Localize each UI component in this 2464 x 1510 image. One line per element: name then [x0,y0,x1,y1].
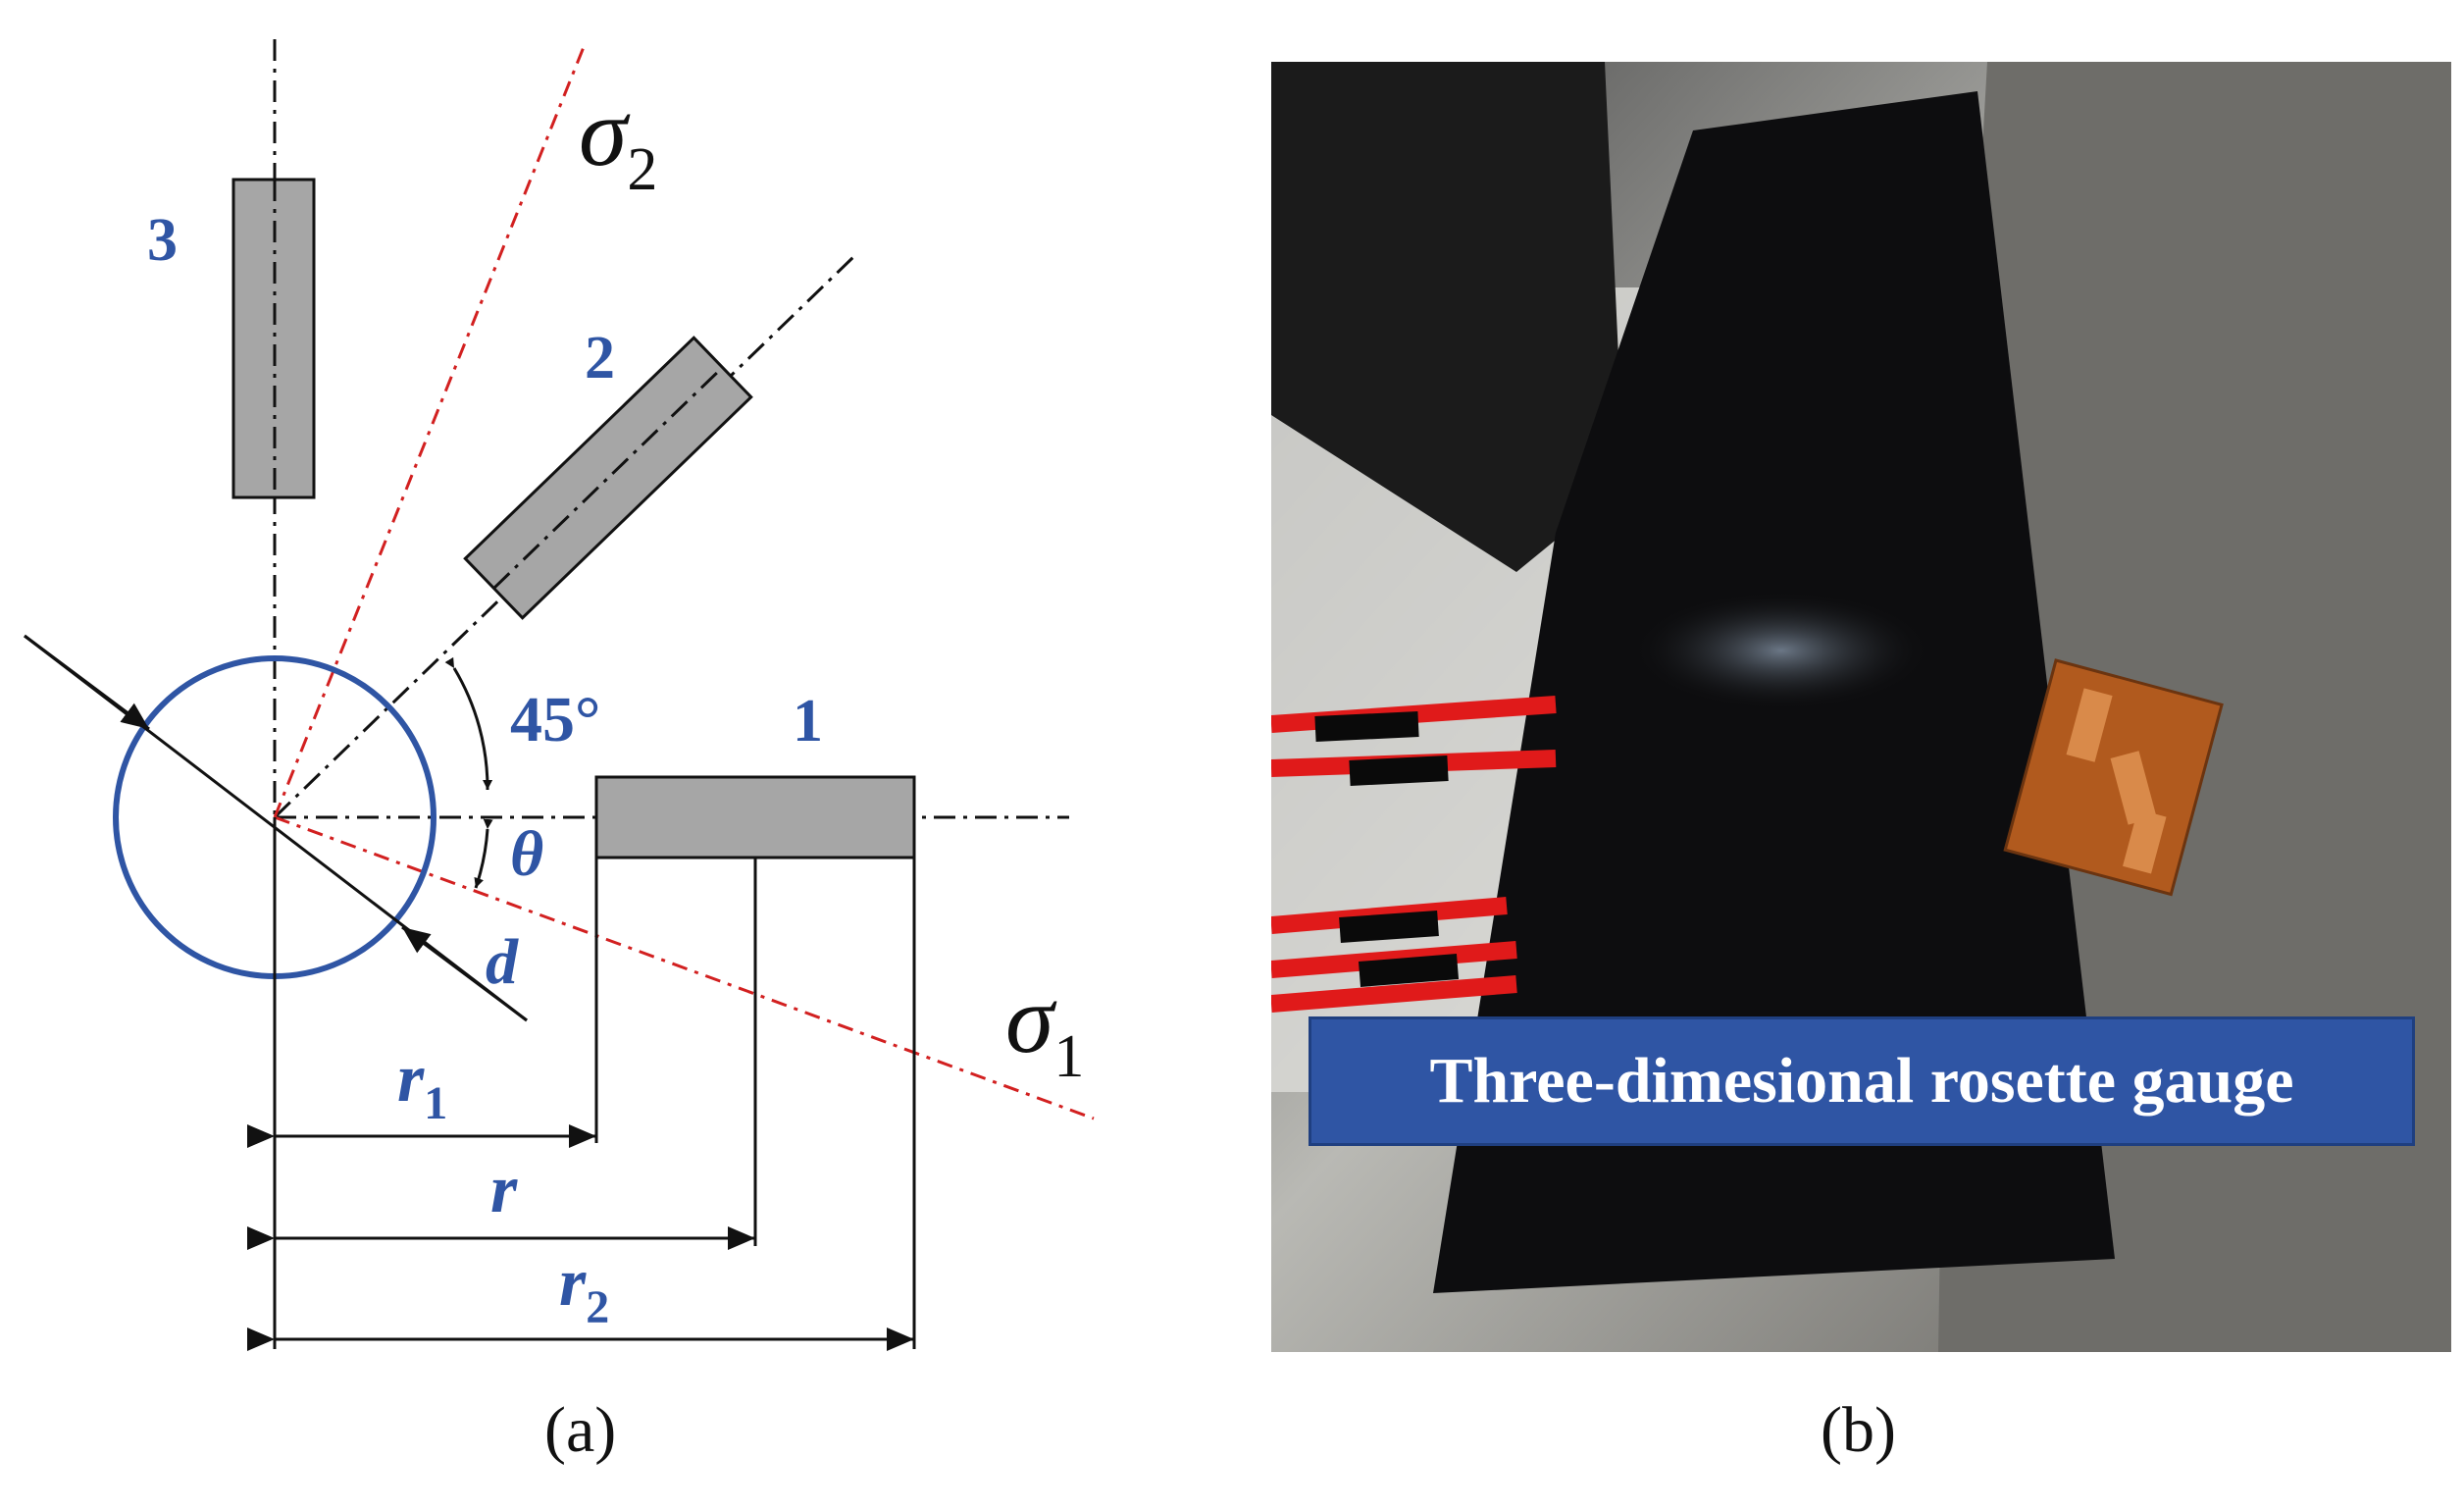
diameter-arrow-lower [401,925,528,1022]
angle-45-label: 45° [510,684,600,755]
photo-scene [1271,62,2451,1352]
sigma2-label: σ2 [579,78,657,203]
gauge-1-label: 1 [793,688,823,755]
hole-drilling-schematic: 3 2 1 45° θ d σ2 σ1 r1 r r2 [24,39,1095,1351]
gauge-1 [594,775,916,859]
angle-arc-theta [474,818,493,889]
sigma1-direction [274,815,1095,1120]
rosette-gauge-photo: Three-dimesional rosette gauge [1271,62,2451,1352]
gauge-3-label: 3 [147,207,178,274]
diameter-label: d [486,926,519,998]
rosette-gauge-banner: Three-dimesional rosette gauge [1309,1016,2415,1146]
photo-rosette-pad [2003,658,2224,897]
r-label: r [490,1152,518,1227]
theta-label: θ [510,818,543,890]
diameter-arrow-upper [24,634,150,731]
photo-wires [1271,696,1557,1013]
photo-dark-shadow [1271,62,1624,572]
gauge-2 [463,336,753,620]
angle-arc-45 [444,656,493,791]
caption-b: (b) [1821,1394,1896,1466]
r2-label: r2 [559,1245,609,1333]
r1-label: r1 [397,1041,447,1129]
gauge-2-label: 2 [585,325,615,391]
caption-a: (a) [544,1394,617,1466]
sigma2-direction [273,41,588,818]
sigma1-label: σ1 [1005,964,1084,1090]
